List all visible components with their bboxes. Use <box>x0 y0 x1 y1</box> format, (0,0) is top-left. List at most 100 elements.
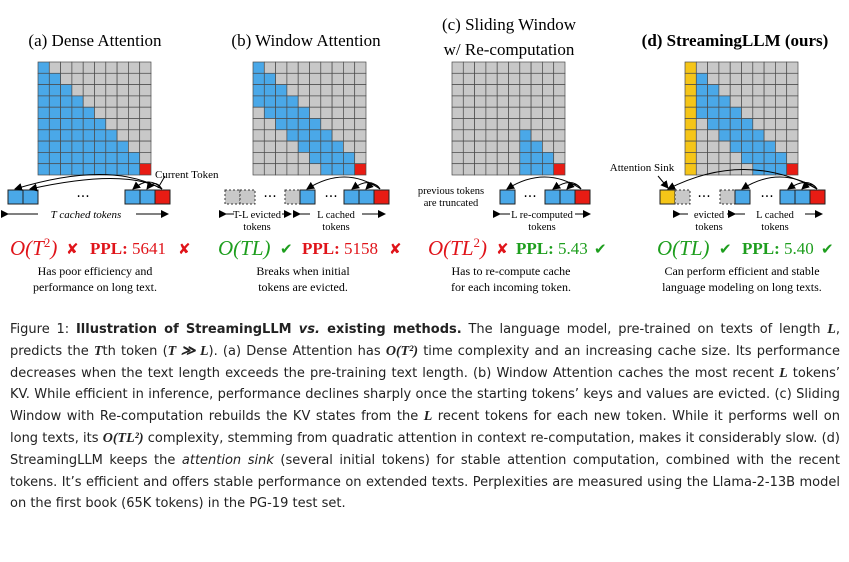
attention-cell <box>71 61 84 74</box>
attention-cell <box>320 163 333 176</box>
attention-cell <box>60 84 73 97</box>
attention-cell <box>60 72 73 85</box>
attention-cell <box>60 106 73 119</box>
attention-cell <box>451 140 464 153</box>
svg-text:L cached: L cached <box>756 210 795 221</box>
attention-cell <box>462 163 475 176</box>
svg-text:O(TL2): O(TL2) <box>428 235 487 260</box>
attention-cell <box>451 129 464 142</box>
svg-text:✘: ✘ <box>496 240 509 258</box>
svg-text:evicted: evicted <box>694 210 725 221</box>
attention-cell <box>763 118 776 131</box>
attention-cell <box>82 84 95 97</box>
attention-cell <box>508 140 521 153</box>
attention-cell <box>116 152 129 165</box>
attention-cell <box>286 140 299 153</box>
attention-cell <box>286 61 299 74</box>
attention-cell <box>71 84 84 97</box>
attention-cell <box>139 61 152 74</box>
attention-cell <box>542 152 555 165</box>
attention-cell <box>684 152 697 165</box>
attention-cell <box>94 61 107 74</box>
attention-cell <box>309 106 322 119</box>
attention-cell <box>763 95 776 108</box>
attention-cell <box>331 152 344 165</box>
attention-cell <box>553 140 566 153</box>
attention-cell <box>343 84 356 97</box>
attention-cell <box>462 152 475 165</box>
attention-cell <box>718 106 731 119</box>
attention-cell <box>718 140 731 153</box>
attention-cell <box>763 84 776 97</box>
attention-cell <box>252 84 265 97</box>
attention-cell <box>116 163 129 176</box>
attention-cell <box>48 106 61 119</box>
attention-cell <box>71 152 84 165</box>
attention-cell <box>485 84 498 97</box>
attention-cell <box>139 163 152 176</box>
attention-cell <box>354 61 367 74</box>
attention-cell <box>707 72 720 85</box>
attention-cell <box>82 72 95 85</box>
attention-cell <box>542 129 555 142</box>
attention-cell <box>474 163 487 176</box>
attention-cell <box>71 106 84 119</box>
attention-sink-label: Attention Sink <box>610 162 675 174</box>
attention-cell <box>786 163 799 176</box>
attention-cell <box>105 118 118 131</box>
attention-cell <box>695 84 708 97</box>
attention-cell <box>263 163 276 176</box>
attention-cell <box>707 152 720 165</box>
attention-cell <box>105 61 118 74</box>
attention-cell <box>451 118 464 131</box>
attention-cell <box>752 118 765 131</box>
attention-cell <box>128 106 141 119</box>
attention-cell <box>508 61 521 74</box>
attention-cell <box>786 61 799 74</box>
attention-cell <box>474 152 487 165</box>
attention-cell <box>553 118 566 131</box>
attention-cell <box>707 129 720 142</box>
attention-cell <box>320 152 333 165</box>
attention-cell <box>82 140 95 153</box>
attention-cell <box>60 118 73 131</box>
attention-cell <box>252 95 265 108</box>
attention-cell <box>729 61 742 74</box>
attention-cell <box>508 163 521 176</box>
metrics-d: O(TL) ✔ PPL: 5.40 ✔ Can perform efficien… <box>657 236 834 294</box>
attention-cell <box>707 106 720 119</box>
attention-cell <box>116 118 129 131</box>
attention-cell <box>309 129 322 142</box>
attention-cell <box>553 95 566 108</box>
attention-cell <box>82 106 95 119</box>
attention-cell <box>116 129 129 142</box>
attention-cell <box>128 140 141 153</box>
attention-cell <box>496 118 509 131</box>
attention-cell <box>542 61 555 74</box>
attention-cell <box>474 61 487 74</box>
attention-cell <box>286 152 299 165</box>
attention-cell <box>451 84 464 97</box>
attention-cell <box>309 118 322 131</box>
attention-cell <box>684 84 697 97</box>
attention-cell <box>763 163 776 176</box>
attention-cell <box>729 140 742 153</box>
attention-cell <box>116 140 129 153</box>
attention-cell <box>128 118 141 131</box>
svg-text:for each incoming token.: for each incoming token. <box>451 280 571 294</box>
attention-cell <box>741 152 754 165</box>
attention-cell <box>684 72 697 85</box>
attention-cell <box>297 163 310 176</box>
svg-text:O(T2): O(T2) <box>10 235 57 260</box>
svg-text:language modeling on long text: language modeling on long texts. <box>662 280 822 294</box>
attention-cell <box>530 140 543 153</box>
attention-cell <box>139 106 152 119</box>
attention-cell <box>519 95 532 108</box>
svg-text:tokens: tokens <box>761 222 788 233</box>
attention-cell <box>530 106 543 119</box>
attention-cell <box>684 140 697 153</box>
attention-cell <box>775 152 788 165</box>
attention-cell <box>37 152 50 165</box>
attention-cell <box>275 106 288 119</box>
attention-cell <box>695 106 708 119</box>
